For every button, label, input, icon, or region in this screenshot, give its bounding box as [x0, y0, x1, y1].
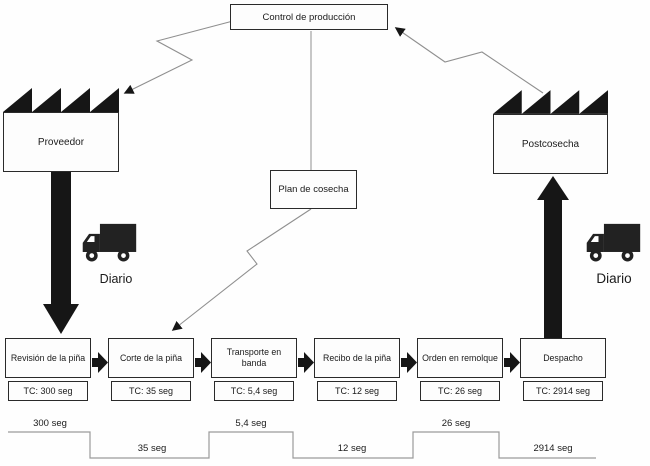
info-flow-zigzag-control-to-supplier	[123, 20, 234, 94]
timeline-label: 26 seg	[441, 418, 471, 429]
timeline-label: 5,4 seg	[235, 418, 267, 429]
process-step-box: Revisión de la piña	[5, 338, 91, 378]
info-flow-zigzag-plan-to-corte	[171, 208, 312, 331]
timeline-label: 2914 seg	[533, 443, 573, 454]
process-flow-arrow	[401, 352, 417, 373]
cycle-time-box: TC: 35 seg	[111, 381, 191, 401]
process-step-box: Transporte en banda	[211, 338, 297, 378]
control-de-produccion-label: Control de producción	[262, 11, 356, 23]
supplier-box: Proveedor	[3, 112, 119, 172]
process-flow-arrow	[298, 352, 314, 373]
process-flow-arrows	[92, 352, 520, 373]
timeline-label: 300 seg	[33, 418, 67, 429]
cycle-time-box: TC: 12 seg	[317, 381, 397, 401]
factory-roof-icon	[493, 90, 608, 114]
process-step-box: Despacho	[520, 338, 606, 378]
process-flow-arrow	[195, 352, 211, 373]
cycle-time-value: TC: 5,4 seg	[230, 386, 278, 396]
process-step-box: Corte de la piña	[108, 338, 194, 378]
timeline-label: 12 seg	[337, 443, 367, 454]
truck-icon	[586, 223, 641, 262]
postharvest-box: Postcosecha	[493, 114, 608, 174]
plan-de-cosecha-label: Plan de cosecha	[278, 183, 349, 195]
timeline-label: 35 seg	[137, 443, 167, 454]
cycle-time-box: TC: 5,4 seg	[214, 381, 294, 401]
material-flow-arrow-inbound	[43, 172, 79, 334]
cycle-time-value: TC: 26 seg	[437, 386, 483, 396]
supplier-label: Proveedor	[37, 136, 85, 148]
process-name: Transporte en banda	[226, 347, 282, 368]
cycle-time-value: TC: 2914 seg	[535, 386, 591, 396]
process-flow-arrow	[92, 352, 108, 373]
timeline-step-line	[8, 431, 596, 459]
cycle-time-value: TC: 12 seg	[334, 386, 380, 396]
process-step-box: Orden en remolque	[417, 338, 503, 378]
cycle-time-box: TC: 26 seg	[420, 381, 500, 401]
process-name: Recibo de la piña	[323, 352, 391, 363]
process-name: Corte de la piña	[119, 352, 183, 363]
shipment-frequency-label: Diario	[99, 272, 133, 286]
process-flow-arrow	[504, 352, 520, 373]
info-flow-zigzag-postharvest-to-control	[394, 27, 544, 94]
cycle-time-value: TC: 300 seg	[23, 386, 73, 396]
factory-roof-icon	[3, 88, 119, 112]
plan-de-cosecha-box: Plan de cosecha	[270, 170, 357, 209]
truck-icon	[82, 223, 137, 262]
cycle-time-box: TC: 300 seg	[8, 381, 88, 401]
postharvest-label: Postcosecha	[521, 138, 580, 150]
material-flow-arrow-outbound	[537, 176, 569, 338]
control-de-produccion-box: Control de producción	[230, 4, 388, 30]
process-name: Despacho	[543, 352, 583, 363]
shipment-frequency-label: Diario	[596, 271, 632, 286]
process-name: Revisión de la piña	[10, 352, 86, 363]
cycle-time-box: TC: 2914 seg	[523, 381, 603, 401]
cycle-time-value: TC: 35 seg	[128, 386, 174, 396]
process-step-box: Recibo de la piña	[314, 338, 400, 378]
process-name: Orden en remolque	[422, 352, 498, 363]
